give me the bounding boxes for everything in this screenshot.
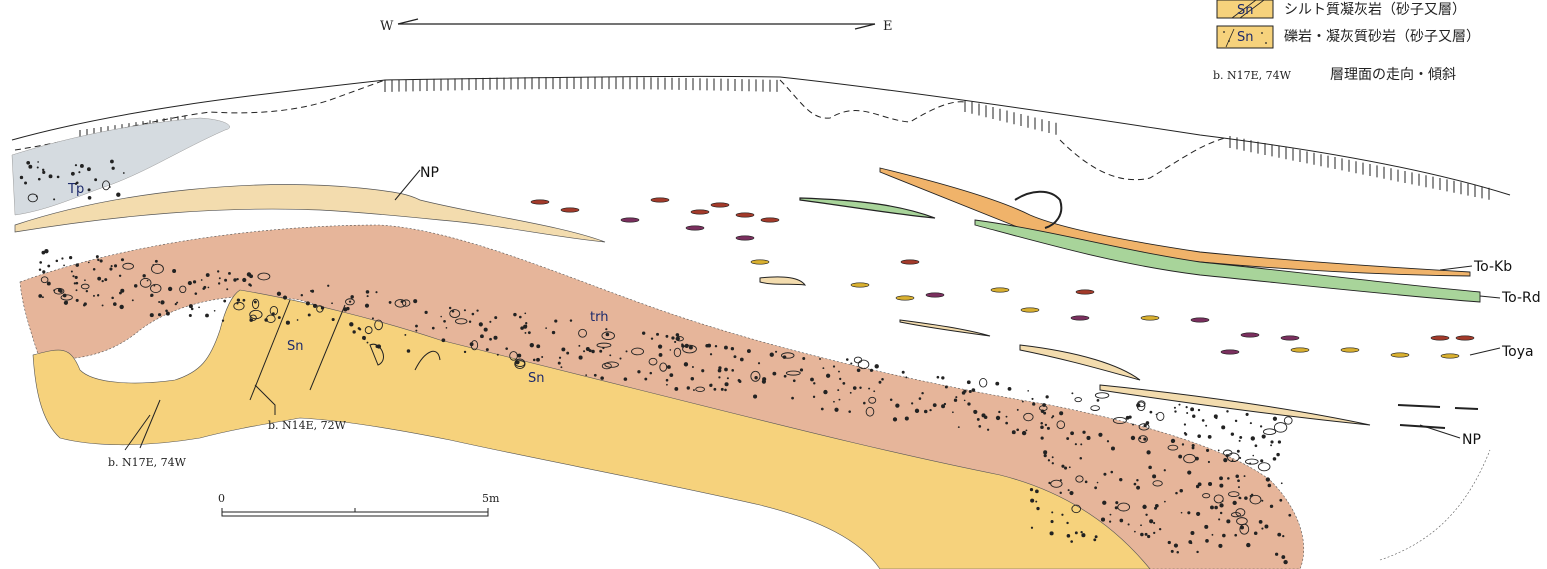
root-hatch-marks [80,77,1489,200]
label-sn-2: Sn [528,371,545,386]
bedding-left: b. N17E, 74W [108,456,187,469]
label-to-rd: To-Rd [1501,290,1541,306]
legend-item-conglomerate: Sn 礫岩・凝灰質砂岩（砂子又層） [1217,26,1480,48]
surface-line [12,76,1510,195]
leader-toya [1470,348,1500,355]
ground-surface [12,76,1510,199]
legend-item-silty-tuff: Sn シルト質凝灰岩（砂子又層） [1217,0,1466,18]
label-to-kb: To-Kb [1473,259,1512,275]
leader-to-kb [1440,266,1472,270]
soil-boundary-2 [780,80,965,122]
legend: Sn シルト質凝灰岩（砂子又層） Sn 礫岩・凝灰質砂岩（砂子又層） b. N1… [1213,0,1480,83]
legend-symbol-1: Sn [1237,3,1254,18]
scale-end: 5m [482,492,500,505]
label-np-lower: NP [1462,432,1481,448]
scale-start: 0 [218,492,225,505]
east-label: E [883,19,893,34]
label-toya: Toya [1501,344,1534,360]
lower-boundary [1380,450,1490,560]
to-rd-lens [800,198,935,218]
bedding-center: b. N14E, 72W [268,419,347,432]
label-trh: trh [590,310,608,325]
label-np-upper: NP [420,165,439,181]
scale-bar: 0 5m [218,492,500,516]
orientation-arrow: W E [380,19,893,34]
scale-bar-rect [222,512,488,516]
leader-to-rd [1480,296,1500,298]
legend-text-2: 礫岩・凝灰質砂岩（砂子又層） [1284,29,1480,45]
legend-bedding-text: 層理面の走向・傾斜 [1330,67,1456,83]
legend-text-1: シルト質凝灰岩（砂子又層） [1284,2,1466,18]
np-lower-black-lenses [1398,405,1478,428]
legend-symbol-2: Sn [1237,30,1254,45]
west-label: W [380,19,394,34]
label-sn-1: Sn [287,339,304,354]
legend-bedding-example: b. N17E, 74W [1213,69,1292,82]
soil-boundary-3 [1060,138,1225,180]
